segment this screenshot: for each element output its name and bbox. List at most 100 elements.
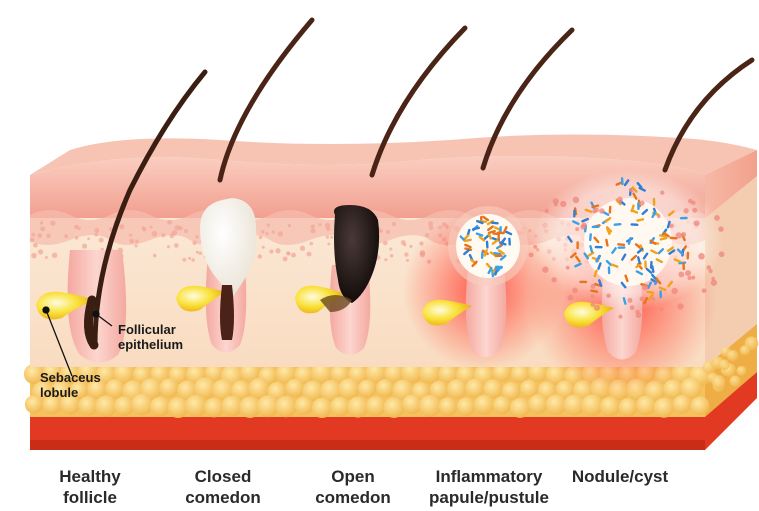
stage-label-open: Open comedon [278, 466, 428, 508]
cyst-dot [652, 297, 656, 301]
dermis-dot [392, 222, 396, 226]
cyst-dot [566, 266, 570, 270]
dermis-dot [311, 224, 315, 228]
dermis-dot [326, 236, 329, 239]
dermis-dot [307, 252, 312, 257]
dermis-dot [195, 235, 199, 239]
dermis-dot [31, 253, 37, 259]
dermis-dot [266, 232, 269, 235]
bacterium [680, 217, 688, 220]
cyst-dot [642, 284, 648, 290]
cyst-dot [560, 201, 566, 207]
dermis-dot [167, 220, 172, 225]
dermis-dot [152, 231, 158, 237]
fat-cell [275, 396, 296, 417]
dermis-dot [178, 226, 182, 230]
cyst-dot [542, 266, 548, 272]
cyst-dot [718, 226, 723, 231]
bacterium [576, 241, 578, 249]
fat-cell [730, 376, 741, 387]
fat-cell [312, 398, 332, 418]
dermis-dot [275, 248, 280, 253]
cyst-dot [529, 252, 534, 257]
cyst-dot [694, 220, 700, 226]
dermis-dot [428, 221, 433, 226]
dermis-dot [269, 250, 273, 254]
fat-cell [295, 397, 313, 415]
dermis-dot [258, 254, 262, 258]
dermis-dot [174, 243, 179, 248]
bacterium [573, 209, 576, 217]
dermis-dot [37, 233, 42, 238]
cyst-dot [676, 232, 682, 238]
dermis-dot [386, 230, 390, 234]
cyst-dot [688, 199, 693, 204]
cyst-dot [533, 245, 537, 249]
dermis-dot [74, 225, 79, 230]
bacterium [617, 246, 625, 249]
bacterium [592, 226, 600, 229]
cyst-dot [545, 209, 549, 213]
sebaceus-lobule-label: Sebaceus lobule [40, 370, 101, 400]
cyst-dot [636, 312, 642, 318]
dermis-dot [191, 258, 194, 261]
cyst-dot [551, 277, 556, 282]
dermis-dot [142, 227, 146, 231]
bacterium [653, 198, 656, 206]
fat-cell [131, 394, 153, 416]
dermis-dot [87, 237, 90, 240]
dermis-dot [50, 221, 55, 226]
bacterium [608, 266, 611, 274]
fat-cell [719, 359, 730, 370]
fat-cell [447, 379, 467, 399]
dermis-dot [261, 230, 264, 233]
dermis-dot [40, 226, 45, 231]
dermis-dot [288, 224, 291, 227]
stage-label-inflammatory: Inflammatory papule/pustule [414, 466, 564, 508]
fat-cell [366, 396, 386, 416]
dermis-dot [182, 258, 186, 262]
cyst-dot [639, 200, 644, 205]
fat-cell [457, 397, 476, 416]
cyst-dot [687, 276, 691, 280]
dermis-dot [384, 258, 387, 261]
cyst-dot [592, 209, 596, 213]
dermis-dot [172, 230, 177, 235]
dermis-dot [272, 230, 275, 233]
cyst-dot [590, 284, 595, 289]
fat-cell [619, 398, 638, 417]
fat-cell [358, 380, 376, 398]
bacterium [659, 290, 662, 298]
bacterium [495, 254, 503, 257]
fat-cell [384, 397, 405, 418]
dermis-dot [119, 224, 124, 229]
bacterium [644, 260, 647, 268]
dermis-dot [196, 251, 199, 254]
dermis-dot [150, 226, 153, 229]
bacterium [682, 262, 685, 270]
cyst-dot [618, 315, 622, 319]
dermis-dot [99, 238, 104, 243]
dermis-dot [310, 242, 313, 245]
cyst-dot [711, 280, 717, 286]
dermis-dot [30, 238, 35, 243]
fat-cell [114, 396, 134, 416]
dermis-dot [267, 224, 270, 227]
cyst-dot [572, 287, 578, 293]
dermis-dot [259, 236, 262, 239]
dermis-dot [291, 253, 296, 258]
fat-cell [654, 397, 674, 417]
fat-cell [510, 398, 530, 418]
cyst-dot [660, 307, 664, 311]
dermis-dot [52, 253, 58, 259]
bacterium [495, 266, 503, 269]
fat-cell [347, 396, 368, 417]
fat-cell [690, 396, 709, 415]
dermis-dot [199, 251, 203, 255]
bacterium [595, 246, 603, 249]
fat-cell [546, 394, 567, 415]
dermis-dot [135, 239, 139, 243]
stage-label-nodule: Nodule/cyst [545, 466, 695, 487]
fat-cell [600, 397, 620, 417]
